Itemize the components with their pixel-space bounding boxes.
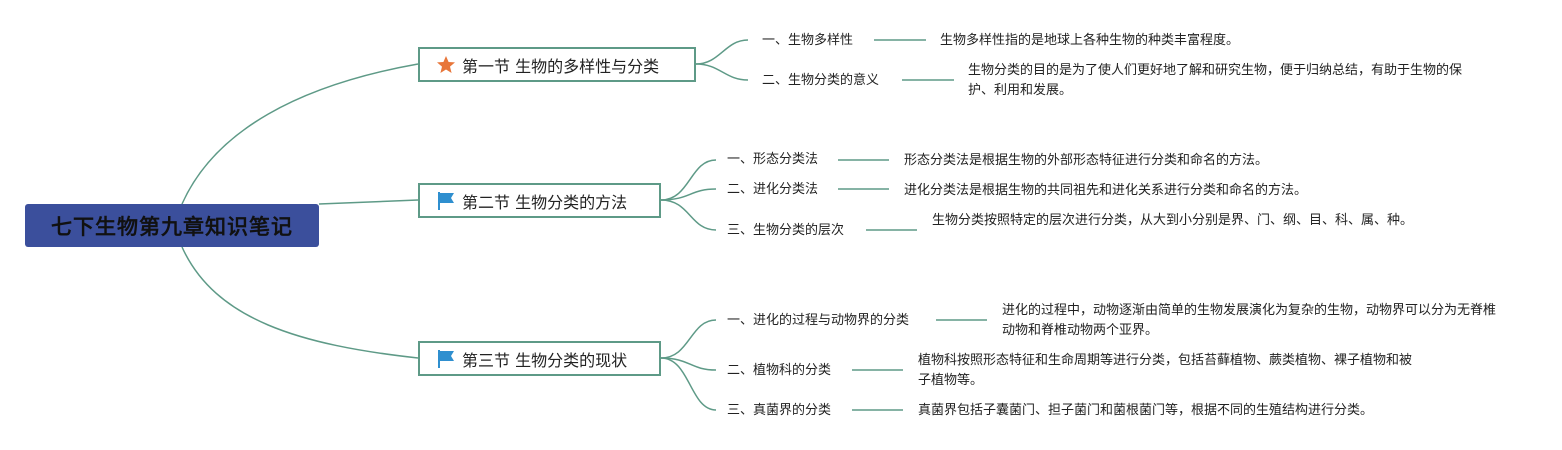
subtopic-description[interactable]: 进化分类法是根据生物的共同祖先和进化关系进行分类和命名的方法。 [904, 183, 1308, 198]
subtopic-description[interactable]: 植物科按照形态特征和生命周期等进行分类，包括苔藓植物、蕨类植物、裸子植物和被子植… [918, 353, 1413, 388]
section-2-topic[interactable]: 第二节 生物分类的方法 [418, 183, 661, 218]
section-3-title: 第三节 生物分类的现状 [462, 350, 628, 370]
subtopic-description[interactable]: 进化的过程中，动物逐渐由简单的生物发展演化为复杂的生物，动物界可以分为无脊椎动物… [1002, 303, 1497, 338]
subtopic-label[interactable]: 二、植物科的分类 [727, 363, 832, 378]
subtopic-description[interactable]: 形态分类法是根据生物的外部形态特征进行分类和命名的方法。 [904, 153, 1269, 168]
subtopic-label[interactable]: 二、进化分类法 [727, 182, 819, 197]
subtopic-description[interactable]: 生物分类的目的是为了使人们更好地了解和研究生物，便于归纳总结，有助于生物的保护、… [968, 63, 1463, 98]
section-1-topic[interactable]: 第一节 生物的多样性与分类 [418, 47, 696, 82]
star-icon [436, 55, 456, 75]
subtopic-description[interactable]: 生物分类按照特定的层次进行分类，从大到小分别是界、门、纲、目、科、属、种。 [932, 213, 1414, 228]
section-1-title: 第一节 生物的多样性与分类 [462, 56, 660, 76]
subtopic-label[interactable]: 二、生物分类的意义 [762, 73, 880, 88]
flag-icon [436, 191, 456, 211]
subtopic-label[interactable]: 一、进化的过程与动物界的分类 [727, 313, 910, 328]
section-2-title: 第二节 生物分类的方法 [462, 192, 628, 212]
root-title: 七下生物第九章知识笔记 [51, 214, 293, 239]
subtopic-description[interactable]: 真菌界包括子囊菌门、担子菌门和菌根菌门等，根据不同的生殖结构进行分类。 [918, 403, 1374, 418]
section-3-topic[interactable]: 第三节 生物分类的现状 [418, 341, 661, 376]
subtopic-description[interactable]: 生物多样性指的是地球上各种生物的种类丰富程度。 [940, 33, 1240, 48]
root-topic[interactable]: 七下生物第九章知识笔记 [25, 204, 319, 247]
flag-icon [436, 349, 456, 369]
subtopic-label[interactable]: 一、形态分类法 [727, 152, 819, 167]
subtopic-label[interactable]: 三、生物分类的层次 [727, 223, 845, 238]
subtopic-label[interactable]: 三、真菌界的分类 [727, 403, 832, 418]
subtopic-label[interactable]: 一、生物多样性 [762, 33, 854, 48]
